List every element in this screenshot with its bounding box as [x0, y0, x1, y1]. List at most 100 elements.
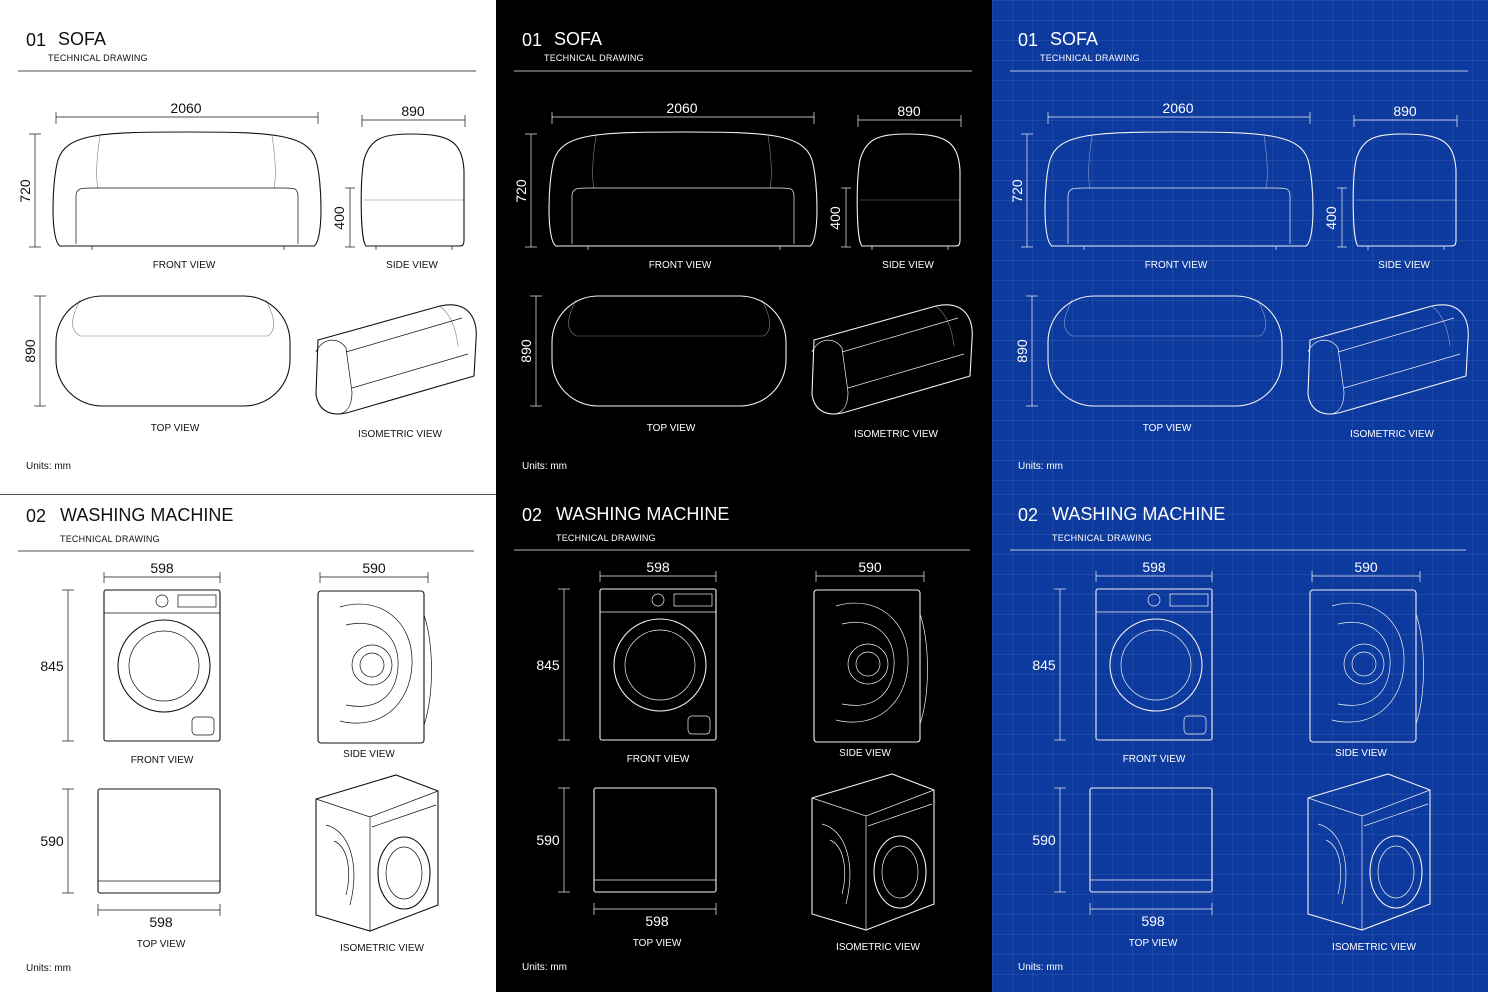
sofa-top-outline	[55, 295, 291, 407]
height-dimension-label: 845	[536, 657, 560, 673]
sofa-front-seat	[75, 187, 299, 244]
front-view-label: FRONT VIEW	[1123, 754, 1186, 765]
top-depth-dimension-label: 890	[1014, 339, 1030, 363]
iso-view-label: ISOMETRIC VIEW	[854, 429, 938, 440]
door-outer	[613, 618, 707, 712]
depth-dimension-label: 590	[362, 560, 386, 576]
height-dimension-label: 845	[1032, 657, 1056, 673]
wm-top-body	[97, 788, 221, 894]
front-view-label: FRONT VIEW	[131, 755, 194, 766]
wm-side-body	[317, 590, 425, 744]
iso-door	[1369, 835, 1423, 909]
front-view-label: FRONT VIEW	[649, 260, 712, 271]
sofa-side-outline	[1352, 133, 1457, 247]
depth-dimension-label: 890	[1393, 103, 1417, 119]
control-knob	[155, 594, 169, 608]
wm-iso-outline	[1307, 773, 1431, 931]
door-outer	[1109, 618, 1203, 712]
sheet-number: 01	[1018, 30, 1038, 50]
sheet-title: WASHING MACHINE	[556, 504, 729, 524]
top-view: 890 TOP VIEW	[1014, 295, 1283, 434]
sofa-panel-white: 01 SOFA TECHNICAL DRAWING 2060 720 FRONT…	[0, 0, 496, 494]
sofa-panel-blueprint: 01 SOFA TECHNICAL DRAWING 2060 720 FRONT…	[992, 0, 1488, 494]
top-view-label: TOP VIEW	[647, 423, 696, 434]
units-note: Units: mm	[522, 461, 567, 472]
sofa-front-seat	[1067, 187, 1291, 244]
sofa-front-outline	[548, 131, 818, 247]
detergent-flap	[687, 715, 711, 735]
top-width-dimension-label: 598	[149, 914, 173, 930]
width-dimension-label: 2060	[666, 100, 697, 116]
depth-dimension-label: 890	[897, 103, 921, 119]
sheet-number: 01	[522, 30, 542, 50]
front-view: 2060 720 FRONT VIEW	[1009, 100, 1314, 271]
side-view-label: SIDE VIEW	[1378, 260, 1430, 271]
isometric-view: ISOMETRIC VIEW	[315, 304, 477, 440]
sofa-top-outline	[551, 295, 787, 407]
depth-dimension-label: 590	[1354, 559, 1378, 575]
top-width-dimension-label: 598	[1141, 913, 1165, 929]
washing-machine-panel-black: 02 WASHING MACHINE TECHNICAL DRAWING 598…	[496, 494, 992, 992]
sofa-front-outline	[52, 131, 322, 247]
side-view-label: SIDE VIEW	[839, 748, 891, 759]
top-view-label: TOP VIEW	[137, 939, 186, 950]
control-display	[673, 593, 713, 607]
width-dimension-label: 2060	[170, 100, 201, 116]
wm-side-body	[813, 589, 921, 743]
sofa-top-outline	[1047, 295, 1283, 407]
seat-height-dimension-label: 400	[331, 206, 347, 230]
sofa-drawing: 01 SOFA TECHNICAL DRAWING 2060 720 FRONT…	[1009, 29, 1469, 472]
iso-view-label: ISOMETRIC VIEW	[1332, 942, 1416, 953]
washing-machine-drawing: 02 WASHING MACHINE TECHNICAL DRAWING 598…	[1010, 504, 1466, 973]
sheet-number: 02	[26, 506, 46, 526]
wm-side-body	[1309, 589, 1417, 743]
sheet-number: 02	[522, 505, 542, 525]
units-note: Units: mm	[1018, 962, 1063, 973]
units-note: Units: mm	[26, 963, 71, 974]
side-view: 590 SIDE VIEW	[317, 560, 432, 760]
washing-machine-drawing: 02 WASHING MACHINE TECHNICAL DRAWING 598…	[514, 504, 970, 973]
door-outer	[117, 619, 211, 713]
sheet-subtitle: TECHNICAL DRAWING	[556, 533, 656, 543]
side-view: 890 400 SIDE VIEW	[827, 103, 962, 271]
washing-machine-panel-blueprint: 02 WASHING MACHINE TECHNICAL DRAWING 598…	[992, 494, 1488, 992]
iso-view-label: ISOMETRIC VIEW	[836, 942, 920, 953]
side-view-label: SIDE VIEW	[882, 260, 934, 271]
sofa-iso-outline	[315, 304, 477, 415]
seat-height-dimension-label: 400	[1323, 206, 1339, 230]
side-view-label: SIDE VIEW	[1335, 748, 1387, 759]
side-view: 590 SIDE VIEW	[813, 559, 928, 759]
sofa-iso-outline	[1307, 304, 1469, 415]
top-view-label: TOP VIEW	[151, 423, 200, 434]
width-dimension-label: 2060	[1162, 100, 1193, 116]
isometric-view: ISOMETRIC VIEW	[1307, 773, 1431, 953]
front-view: 2060 720 FRONT VIEW	[513, 100, 818, 271]
width-dimension-label: 598	[150, 560, 174, 576]
side-view: 890 400 SIDE VIEW	[331, 103, 466, 271]
door-inner	[128, 630, 200, 702]
top-depth-dimension-label: 590	[40, 833, 64, 849]
top-view: 590 598 TOP VIEW	[40, 788, 221, 950]
top-depth-dimension-label: 890	[518, 339, 534, 363]
washing-machine-drawing: 02 WASHING MACHINE TECHNICAL DRAWING 598…	[18, 505, 474, 974]
isometric-view: ISOMETRIC VIEW	[315, 774, 439, 954]
sofa-iso-outline	[811, 304, 973, 415]
wm-front-body	[103, 589, 221, 742]
units-note: Units: mm	[522, 962, 567, 973]
top-view: 890 TOP VIEW	[518, 295, 787, 434]
top-width-dimension-label: 598	[645, 913, 669, 929]
top-depth-dimension-label: 890	[22, 339, 38, 363]
sheet-subtitle: TECHNICAL DRAWING	[1040, 53, 1140, 63]
detergent-flap	[191, 716, 215, 736]
washing-machine-panel-white: 02 WASHING MACHINE TECHNICAL DRAWING 598…	[0, 494, 496, 992]
width-dimension-label: 598	[646, 559, 670, 575]
iso-door	[377, 836, 431, 910]
front-view: 598 845 FRONT VIEW	[40, 560, 221, 766]
front-view-label: FRONT VIEW	[153, 260, 216, 271]
depth-dimension-label: 890	[401, 103, 425, 119]
side-view: 590 SIDE VIEW	[1309, 559, 1424, 759]
seat-height-dimension-label: 400	[827, 206, 843, 230]
sofa-drawing: 01 SOFA TECHNICAL DRAWING 2060 720 FRONT…	[513, 29, 973, 472]
control-knob	[651, 593, 665, 607]
